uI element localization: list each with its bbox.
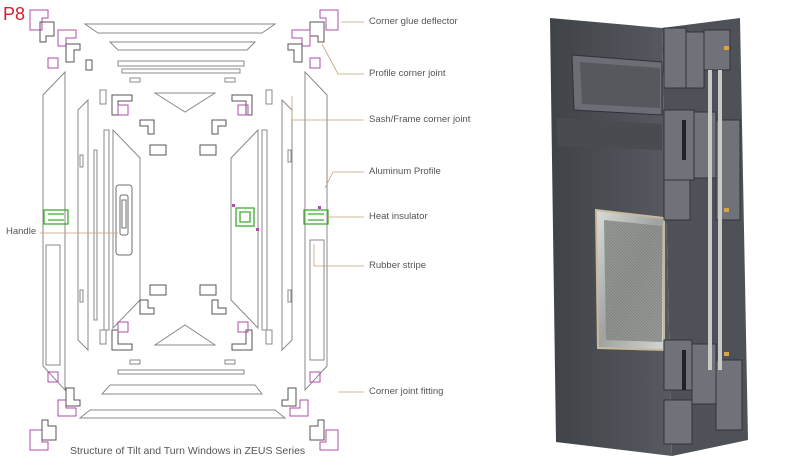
left-sash-profile	[77, 98, 89, 352]
label-corner-glue-deflector: Corner glue deflector	[369, 16, 458, 27]
corner-bottom-left	[29, 371, 81, 451]
label-profile-corner-joint: Profile corner joint	[369, 68, 446, 79]
window-profile-render	[550, 18, 748, 456]
label-aluminum-profile: Aluminum Profile	[369, 166, 441, 177]
top-inner-bar-2	[121, 68, 241, 74]
bottom-sash-profile	[100, 384, 264, 395]
label-rubber-stripe: Rubber stripe	[369, 260, 427, 271]
right-inner-bar	[261, 129, 268, 331]
inner-corner-connectors	[111, 94, 253, 351]
right-frame-profile	[304, 70, 328, 392]
inner-right-sash	[230, 128, 259, 330]
left-frame-bar	[45, 244, 61, 366]
heat-insulator-parts	[43, 207, 329, 227]
label-sash-frame-corner-joint: Sash/Frame corner joint	[369, 114, 471, 125]
leader-profile-corner-joint	[321, 43, 364, 75]
corner-bottom-right	[281, 371, 339, 451]
exploded-window-diagram	[29, 9, 364, 451]
right-frame-bar	[309, 239, 325, 361]
corner-top-left	[29, 9, 93, 71]
section-glass	[708, 70, 722, 370]
bottom-glazing-bead	[153, 324, 217, 346]
heat-insulator-accent	[232, 204, 321, 231]
label-corner-joint-fitting: Corner joint fitting	[369, 386, 444, 397]
top-inner-bar	[117, 60, 245, 67]
top-glazing-bead	[153, 92, 217, 113]
leader-aluminum-profile	[324, 171, 364, 189]
top-sash-profile	[108, 41, 257, 51]
section-gaskets	[724, 46, 729, 356]
left-side-strip	[93, 149, 98, 321]
insect-mesh	[604, 220, 662, 342]
left-inner-bar	[103, 129, 110, 331]
right-sash-profile	[281, 98, 293, 352]
bottom-frame-profile	[78, 409, 287, 419]
bottom-inner-bar	[117, 369, 245, 375]
corner-top-right	[287, 9, 339, 69]
inner-left-sash	[112, 128, 141, 330]
top-frame-profile	[83, 23, 277, 34]
leader-rubber-stripe	[313, 244, 364, 267]
page-tag: P8	[3, 4, 26, 24]
callout-leaders	[40, 21, 364, 393]
handle-assembly	[115, 184, 133, 256]
leader-sash-frame-corner-joint	[291, 96, 364, 121]
transom	[556, 118, 662, 150]
label-heat-insulator: Heat insulator	[369, 211, 428, 222]
diagram-caption: Structure of Tilt and Turn Windows in ZE…	[70, 445, 306, 457]
section-thermal-breaks	[682, 120, 686, 390]
label-handle: Handle	[6, 226, 37, 237]
left-frame-profile	[42, 70, 66, 392]
